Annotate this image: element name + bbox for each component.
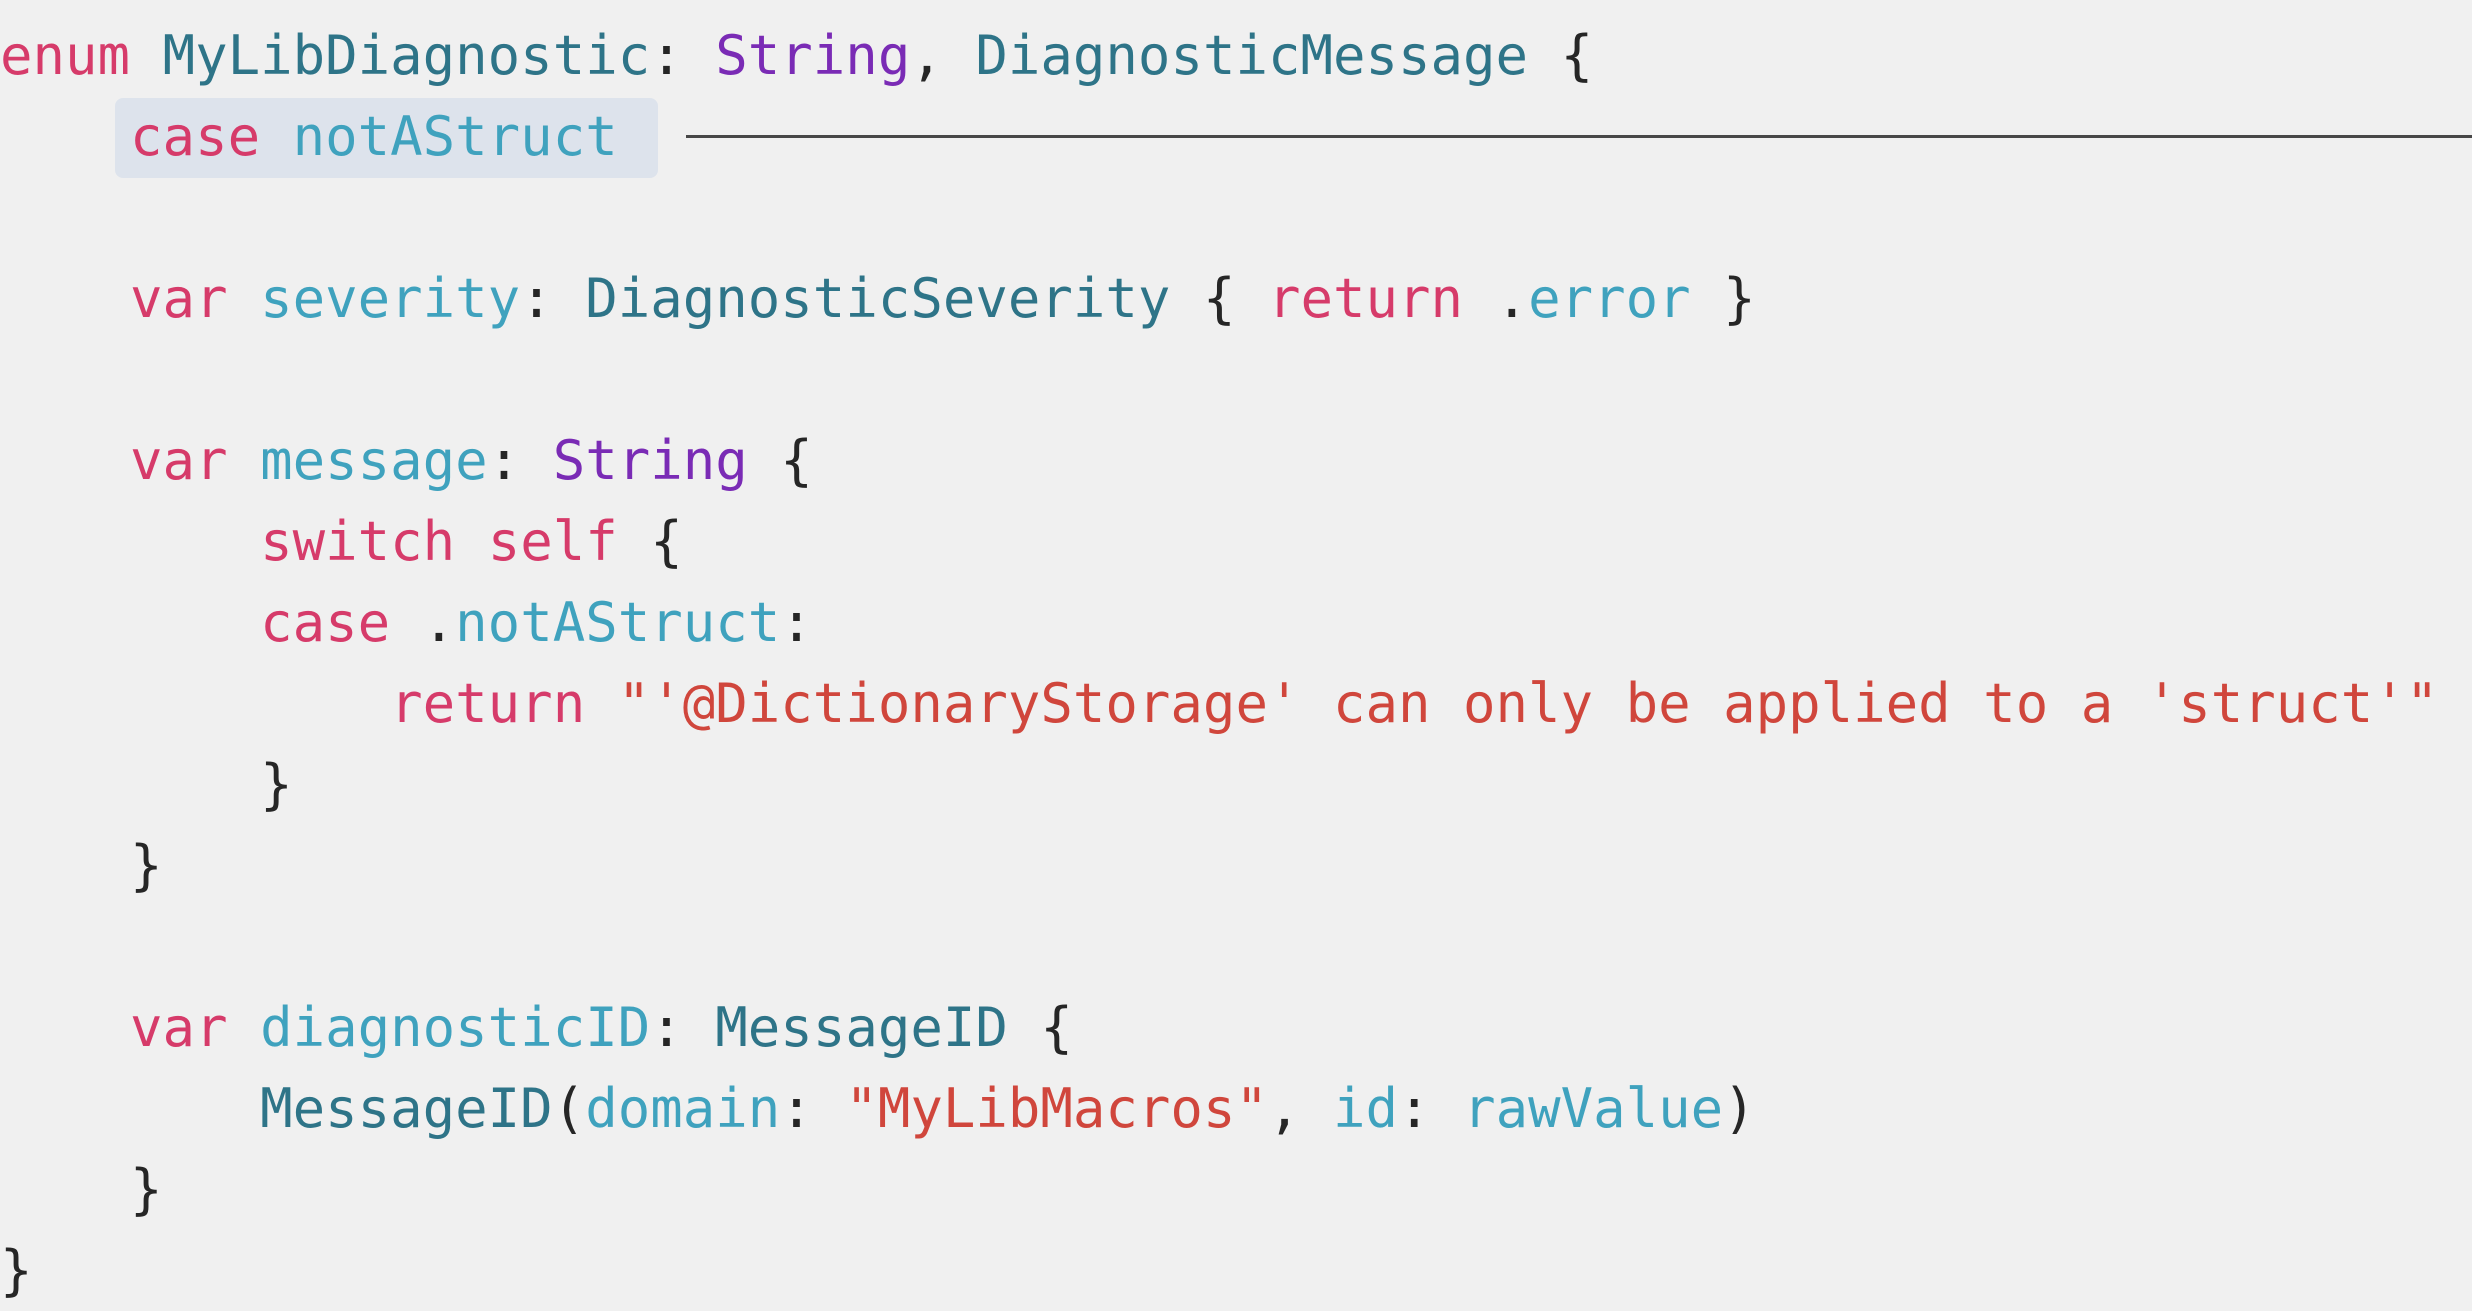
code-token: { xyxy=(617,510,683,573)
code-token xyxy=(0,105,130,168)
code-token xyxy=(0,996,130,1059)
callout-line xyxy=(686,135,2472,138)
code-token: var xyxy=(130,429,228,492)
code-token xyxy=(0,510,260,573)
code-token: } xyxy=(0,753,293,816)
code-token xyxy=(0,267,130,330)
code-token: { xyxy=(1007,996,1073,1059)
code-token: : xyxy=(650,996,716,1059)
code-token xyxy=(130,24,163,87)
code-token: : xyxy=(780,1077,846,1140)
code-token: String xyxy=(552,429,748,492)
code-line: MessageID(domain: "MyLibMacros", id: raw… xyxy=(0,1068,1756,1149)
code-token: . xyxy=(390,591,456,654)
code-line: } xyxy=(0,1230,33,1311)
code-token: notAStruct xyxy=(292,105,618,168)
code-line: } xyxy=(0,1149,163,1230)
code-token xyxy=(0,1077,260,1140)
code-line: var message: String { xyxy=(0,420,813,501)
code-token: message xyxy=(260,429,488,492)
code-line: enum MyLibDiagnostic: String, Diagnostic… xyxy=(0,15,1593,96)
selected-case-highlight xyxy=(115,98,658,178)
code-token: ) xyxy=(1723,1077,1756,1140)
code-token: rawValue xyxy=(1463,1077,1724,1140)
code-line: var severity: DiagnosticSeverity { retur… xyxy=(0,258,1756,339)
code-token xyxy=(585,672,618,735)
code-token: "MyLibMacros" xyxy=(845,1077,1268,1140)
code-token: error xyxy=(1528,267,1691,330)
code-token xyxy=(0,672,390,735)
code-token: domain xyxy=(585,1077,781,1140)
code-token xyxy=(455,510,488,573)
code-token xyxy=(260,105,293,168)
code-token: , xyxy=(1267,1077,1333,1140)
code-token: } xyxy=(0,1158,163,1221)
code-token: { xyxy=(747,429,813,492)
code-token: var xyxy=(130,267,228,330)
code-token: } xyxy=(0,834,163,897)
code-token: return xyxy=(390,672,586,735)
code-token: enum xyxy=(0,24,131,87)
code-token: switch xyxy=(260,510,456,573)
code-token: : xyxy=(1398,1077,1464,1140)
code-token: : xyxy=(487,429,553,492)
code-token: { xyxy=(1528,24,1594,87)
code-token: , xyxy=(910,24,976,87)
code-token xyxy=(0,429,130,492)
code-token: diagnosticID xyxy=(260,996,651,1059)
code-token: DiagnosticMessage xyxy=(975,24,1529,87)
code-token: MessageID xyxy=(260,1077,553,1140)
code-token: . xyxy=(1463,267,1529,330)
code-token: ( xyxy=(552,1077,586,1140)
code-line: case notAStruct xyxy=(0,96,618,177)
code-line: } xyxy=(0,825,163,906)
code-line: var diagnosticID: MessageID { xyxy=(0,987,1073,1068)
code-token: id xyxy=(1333,1077,1399,1140)
code-token xyxy=(228,429,261,492)
code-line: } xyxy=(0,744,293,825)
code-token: return xyxy=(1267,267,1464,330)
code-token: severity xyxy=(260,267,521,330)
code-token: String xyxy=(715,24,911,87)
code-token: { xyxy=(1170,267,1268,330)
code-token: case xyxy=(130,105,261,168)
code-line: return "'@DictionaryStorage' can only be… xyxy=(0,663,2438,744)
code-token xyxy=(228,267,261,330)
code-token: } xyxy=(0,1239,33,1302)
code-token: var xyxy=(130,996,228,1059)
code-token: MessageID xyxy=(715,996,1008,1059)
code-line: switch self { xyxy=(0,501,683,582)
code-token: notAStruct xyxy=(455,591,781,654)
code-token xyxy=(228,996,261,1059)
code-line: case .notAStruct: xyxy=(0,582,813,663)
code-token: : xyxy=(520,267,586,330)
code-token: DiagnosticSeverity xyxy=(585,267,1171,330)
code-token xyxy=(0,591,260,654)
code-token: "'@DictionaryStorage' can only be applie… xyxy=(617,672,2439,735)
code-token: self xyxy=(487,510,618,573)
code-token: : xyxy=(780,591,813,654)
code-token: case xyxy=(260,591,391,654)
code-token: } xyxy=(1690,267,1756,330)
code-token: MyLibDiagnostic xyxy=(162,24,651,87)
code-token: : xyxy=(650,24,716,87)
